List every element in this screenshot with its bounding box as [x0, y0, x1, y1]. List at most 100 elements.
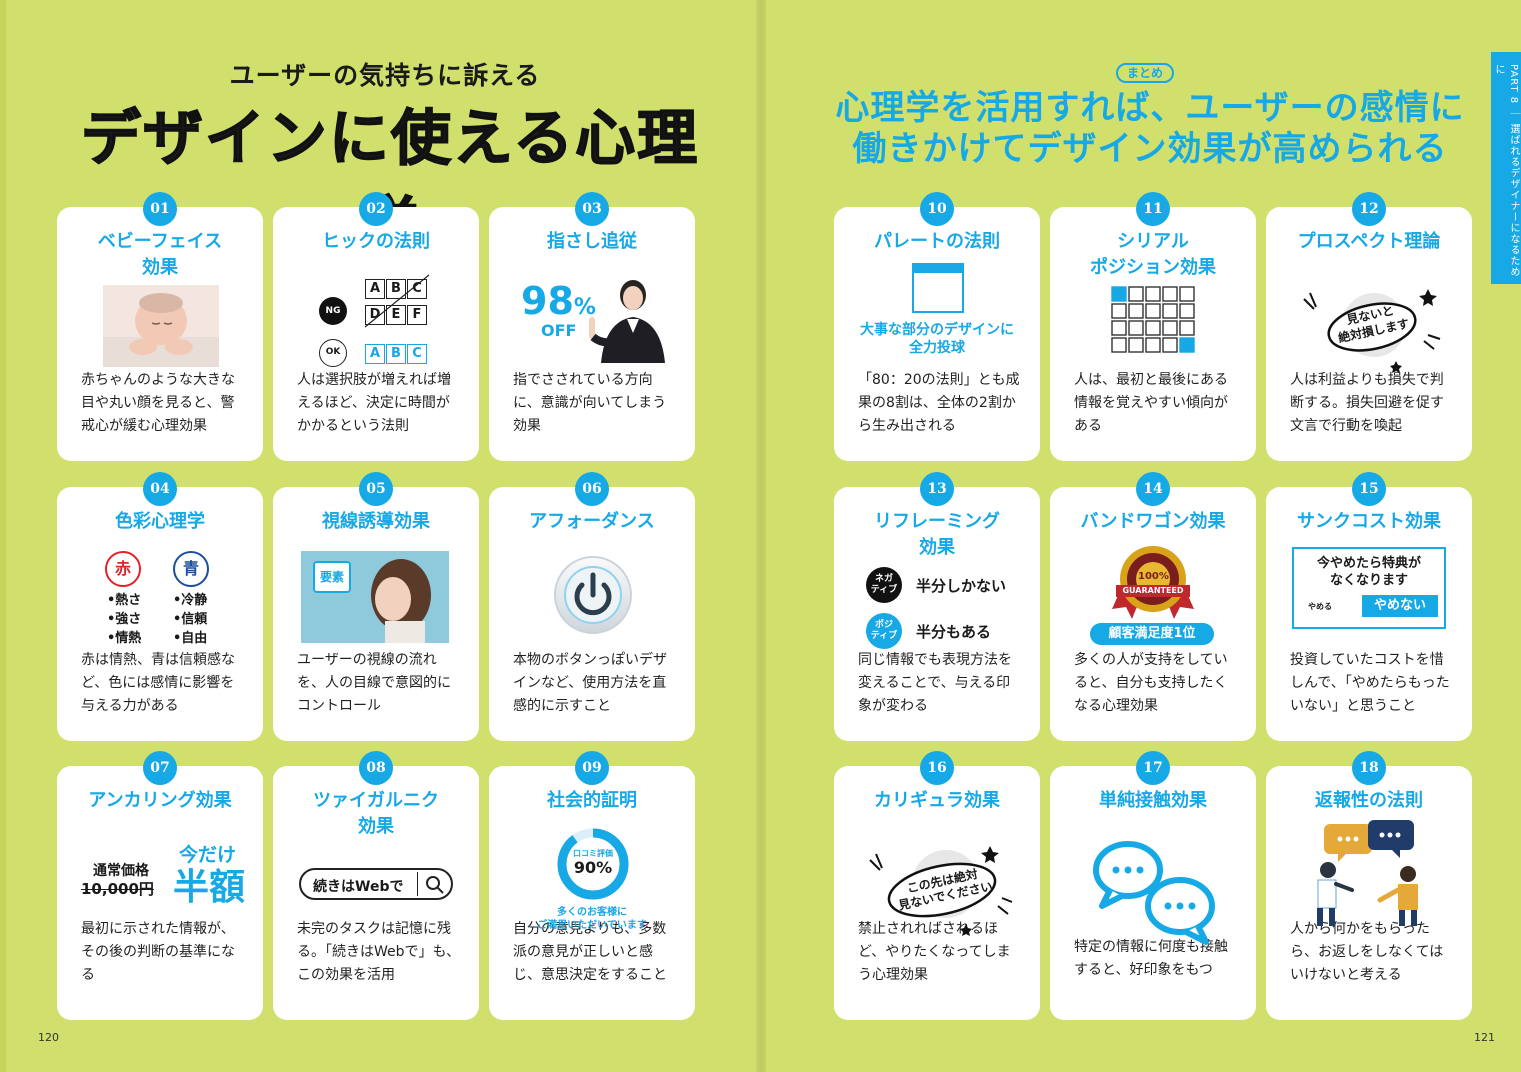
grid-cell	[1145, 286, 1161, 302]
card-description: 指でさされている方向に、意識が向いてしまう効果	[513, 372, 667, 434]
card-number-badge: 08	[359, 751, 393, 785]
page-number-right: 121	[1474, 1031, 1495, 1044]
card-title: ツァイガルニク 効果	[313, 790, 439, 837]
headline-line2: 働きかけてデザイン効果が高められる	[852, 129, 1448, 169]
card-description: 同じ情報でも表現方法を変えることで、与える印象が変わる	[858, 652, 1012, 714]
red-traits: •熱さ•強さ•情熱	[107, 593, 142, 646]
card-number-badge: 03	[575, 192, 609, 226]
card-number-badge: 12	[1352, 192, 1386, 226]
grid-cell	[1179, 286, 1195, 302]
pareto-caption: 大事な部分のデザインに全力投球	[860, 322, 1014, 356]
off-label: OFF	[541, 321, 577, 340]
social-proof-illustration: 口コミ評価 90% 多くのお客様にご満足いただいています	[489, 826, 695, 931]
guarantee-seal-icon	[1112, 546, 1194, 619]
grid-cell	[1145, 337, 1161, 353]
card-number-badge: 05	[359, 472, 393, 506]
card-number-badge: 02	[359, 192, 393, 226]
ng-badge: NG	[319, 297, 347, 325]
card-number-badge: 17	[1136, 751, 1170, 785]
option-box: D	[365, 305, 385, 325]
grid-cell	[1179, 320, 1195, 336]
reframing-illustration: ネガ ティブ 半分しかない ポジ ティブ 半分もある	[834, 567, 1040, 663]
right-headline: 心理学を活用すれば、ユーザーの感情に 働きかけてデザイン効果が高められる	[820, 88, 1480, 170]
card-description: 赤ちゃんのような大きな目や丸い顔を見ると、警戒心が緩む心理効果	[81, 372, 235, 434]
card-description: 未完のタスクは記憶に残る。「続きはWebで」も、この効果を活用	[297, 921, 461, 983]
card-number-badge: 06	[575, 472, 609, 506]
card-title: パレートの法則	[874, 231, 1000, 252]
card-description: 自分の意見よりも、多数派の意見が正しいと感じ、意思決定をすること	[513, 921, 667, 983]
option-box: E	[386, 305, 406, 325]
ranking-banner: 顧客満足度1位	[1090, 623, 1214, 645]
card-description: ユーザーの視線の流れを、人の目線で意図的にコントロール	[297, 652, 451, 714]
search-divider	[417, 872, 418, 896]
grid-cell	[1128, 286, 1144, 302]
page-number-left: 120	[38, 1031, 59, 1044]
effect-card: 08 ツァイガルニク 効果未完のタスクは記憶に残る。「続きはWebで」も、この効果…	[273, 751, 479, 1020]
option-box: C	[407, 279, 427, 299]
grid-cell	[1162, 303, 1178, 319]
left-subtitle: ユーザーの気持ちに訴える	[229, 61, 541, 90]
woman-profile-photo	[301, 551, 449, 643]
pareto-illustration: 大事な部分のデザインに全力投球	[834, 263, 1040, 359]
search-bar-text: 続きはWebで	[313, 879, 404, 895]
card-title: アンカリング効果	[88, 790, 232, 811]
grid-cell	[1111, 320, 1127, 336]
normal-price: 10,000円	[81, 880, 154, 898]
card-description: 人は選択肢が増えれば増えるほど、決定に時間がかかるという法則	[297, 372, 451, 434]
card-title: 視線誘導効果	[322, 511, 430, 532]
speech-bubble-burst	[1303, 289, 1441, 373]
zeigarnik-illustration: 続きはWebで	[273, 840, 479, 936]
prospect-illustration: 見ないと絶対損します	[1266, 281, 1472, 377]
half-price: 半額	[173, 867, 246, 908]
card-description: 人から何かをもらったら、お返しをしなくてはいけないと考える	[1290, 921, 1444, 983]
card-title: 返報性の法則	[1315, 790, 1423, 811]
positive-badge: ポジ ティブ	[866, 613, 902, 649]
option-box: F	[407, 305, 427, 325]
grid-cell	[1162, 320, 1178, 336]
grid-cell	[1111, 337, 1127, 353]
effect-card: 18 返報性の法則人から何かをもらったら、お返しをしなくてはいけないと考える	[1266, 751, 1472, 1020]
card-title: バンドワゴン効果	[1080, 511, 1226, 532]
search-bar[interactable]: 続きはWebで	[299, 868, 453, 900]
strike-lines	[364, 274, 430, 328]
card-title: ベビーフェイス 効果	[97, 231, 223, 278]
grid-cell	[1162, 337, 1178, 353]
now-only-label: 今だけ	[179, 844, 237, 866]
keep-button[interactable]: やめない	[1362, 595, 1438, 617]
baby-photo	[103, 285, 219, 367]
option-box: B	[386, 279, 406, 299]
anchoring-illustration: 通常価格 10,000円 今だけ 半額	[57, 840, 263, 936]
caligula-illustration: この先は絶対見ないでください	[834, 840, 1040, 936]
card-description: 投資していたコストを惜しんで、「やめたらもったいない」と思うこと	[1290, 652, 1450, 714]
card-description: 特定の情報に何度も接触すると、好印象をもつ	[1074, 939, 1228, 978]
speech-bubble-burst	[869, 846, 1013, 936]
card-number-badge: 04	[143, 472, 177, 506]
grid-cell	[1145, 303, 1161, 319]
satisfaction-caption: 多くのお客様にご満足いただいています	[537, 907, 647, 931]
card-number-badge: 18	[1352, 751, 1386, 785]
highlight-cell	[1179, 337, 1195, 353]
negative-text: 半分しかない	[916, 577, 1007, 595]
quit-button[interactable]: やめる	[1308, 602, 1332, 611]
window-icon	[912, 263, 964, 313]
card-title: リフレーミング 効果	[874, 511, 1000, 558]
chat-bubbles-icon	[1093, 841, 1215, 945]
card-description: 人は、最初と最後にある情報を覚えやすい傾向がある	[1074, 372, 1228, 434]
search-icon[interactable]	[425, 875, 445, 895]
card-description: 赤は情熱、青は信頼感など、色には感情に影響を与える力がある	[81, 652, 235, 714]
seal-ribbon: GUARANTEED	[1122, 586, 1184, 595]
card-number-badge: 09	[575, 751, 609, 785]
card-number-badge: 13	[920, 472, 954, 506]
